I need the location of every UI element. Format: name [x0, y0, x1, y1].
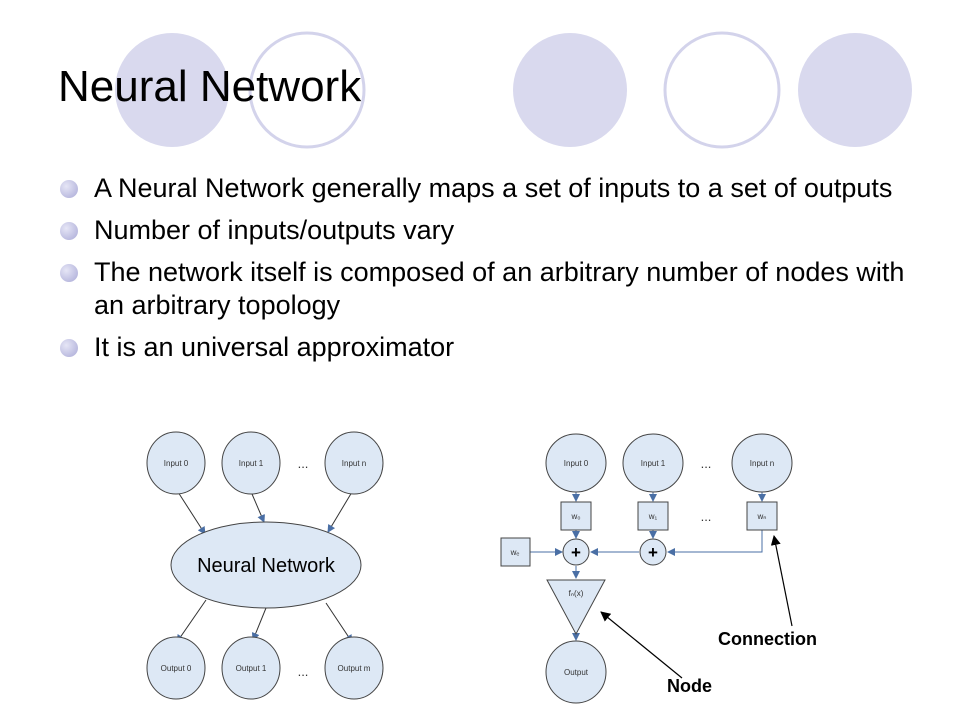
- input-label: Input n: [342, 459, 366, 468]
- output-label: Output m: [338, 664, 371, 673]
- activation-node: [546, 579, 606, 636]
- output-node: [221, 636, 281, 700]
- input-label: Input 1: [641, 459, 666, 468]
- bullet-dot-icon: [60, 180, 78, 198]
- network-label: Neural Network: [197, 555, 336, 577]
- bullet-item: The network itself is composed of an arb…: [60, 256, 920, 322]
- output-node: [324, 636, 384, 700]
- input-label: Input 0: [164, 459, 189, 468]
- input-node: [221, 431, 281, 495]
- node-callout-arrow: [600, 611, 683, 679]
- connection-callout-label: Connection: [718, 629, 817, 649]
- weight-label: w₀: [570, 512, 580, 521]
- ellipsis: ...: [701, 456, 712, 471]
- weight-box: [637, 501, 669, 531]
- connection-arrow: [325, 602, 353, 643]
- input-node: [731, 433, 793, 493]
- connection-arrow: [667, 530, 763, 556]
- input-label: Input n: [750, 459, 774, 468]
- connection-arrow: [327, 491, 353, 533]
- weight-label: wₙ: [757, 512, 767, 521]
- ellipsis: ...: [298, 664, 309, 679]
- bullet-dot-icon: [60, 222, 78, 240]
- bias-box: [500, 537, 531, 567]
- sum-node: [562, 538, 590, 566]
- decor-circle: [798, 33, 912, 147]
- input-node: [622, 433, 684, 493]
- output-node: [545, 640, 607, 704]
- bullet-text: The network itself is composed of an arb…: [94, 257, 905, 320]
- bullet-dot-icon: [60, 339, 78, 357]
- output-node: [146, 636, 206, 700]
- input-label: Input 0: [564, 459, 589, 468]
- bias-label: wₑ: [510, 548, 520, 557]
- network-node: [170, 521, 362, 609]
- bullet-item: Number of inputs/outputs vary: [60, 214, 920, 247]
- connection-arrow: [176, 599, 207, 643]
- connection-callout-arrow: [770, 535, 793, 627]
- left-diagram: Input 0 Input 1 ... Input n Neural Netwo…: [146, 431, 384, 700]
- weight-label: w₁: [648, 512, 658, 521]
- connection-arrow: [177, 491, 206, 535]
- sum-label: +: [648, 543, 658, 562]
- input-node: [146, 431, 206, 495]
- bullet-item: A Neural Network generally maps a set of…: [60, 172, 920, 205]
- decor-circle: [115, 33, 229, 147]
- ellipsis: ...: [298, 456, 309, 471]
- output-label: Output 0: [161, 664, 192, 673]
- weight-box: [746, 501, 778, 531]
- weight-box: [560, 501, 592, 531]
- output-label: Output: [564, 668, 589, 677]
- activation-label: fₙ(x): [569, 589, 584, 598]
- input-label: Input 1: [239, 459, 264, 468]
- bullet-item: It is an universal approximator: [60, 331, 920, 364]
- right-diagram: Input 0 Input 1 ... Input n w₀ w₁ ... wₙ…: [500, 433, 817, 704]
- sum-label: +: [571, 543, 581, 562]
- bullet-text: It is an universal approximator: [94, 332, 455, 362]
- bullet-dot-icon: [60, 264, 78, 282]
- decor-circle: [663, 31, 781, 149]
- slide-title: Neural Network: [58, 62, 362, 111]
- bullet-list: A Neural Network generally maps a set of…: [60, 172, 920, 373]
- connection-arrow: [251, 493, 265, 523]
- node-callout-label: Node: [667, 676, 712, 696]
- input-node: [545, 433, 607, 493]
- sum-node: [639, 538, 667, 566]
- ellipsis: ...: [701, 509, 712, 524]
- decor-circle: [513, 33, 627, 147]
- bullet-text: A Neural Network generally maps a set of…: [94, 173, 893, 203]
- input-node: [324, 431, 384, 495]
- bullet-text: Number of inputs/outputs vary: [94, 215, 455, 245]
- connection-arrow: [251, 607, 267, 641]
- decor-circle: [248, 31, 366, 149]
- output-label: Output 1: [236, 664, 267, 673]
